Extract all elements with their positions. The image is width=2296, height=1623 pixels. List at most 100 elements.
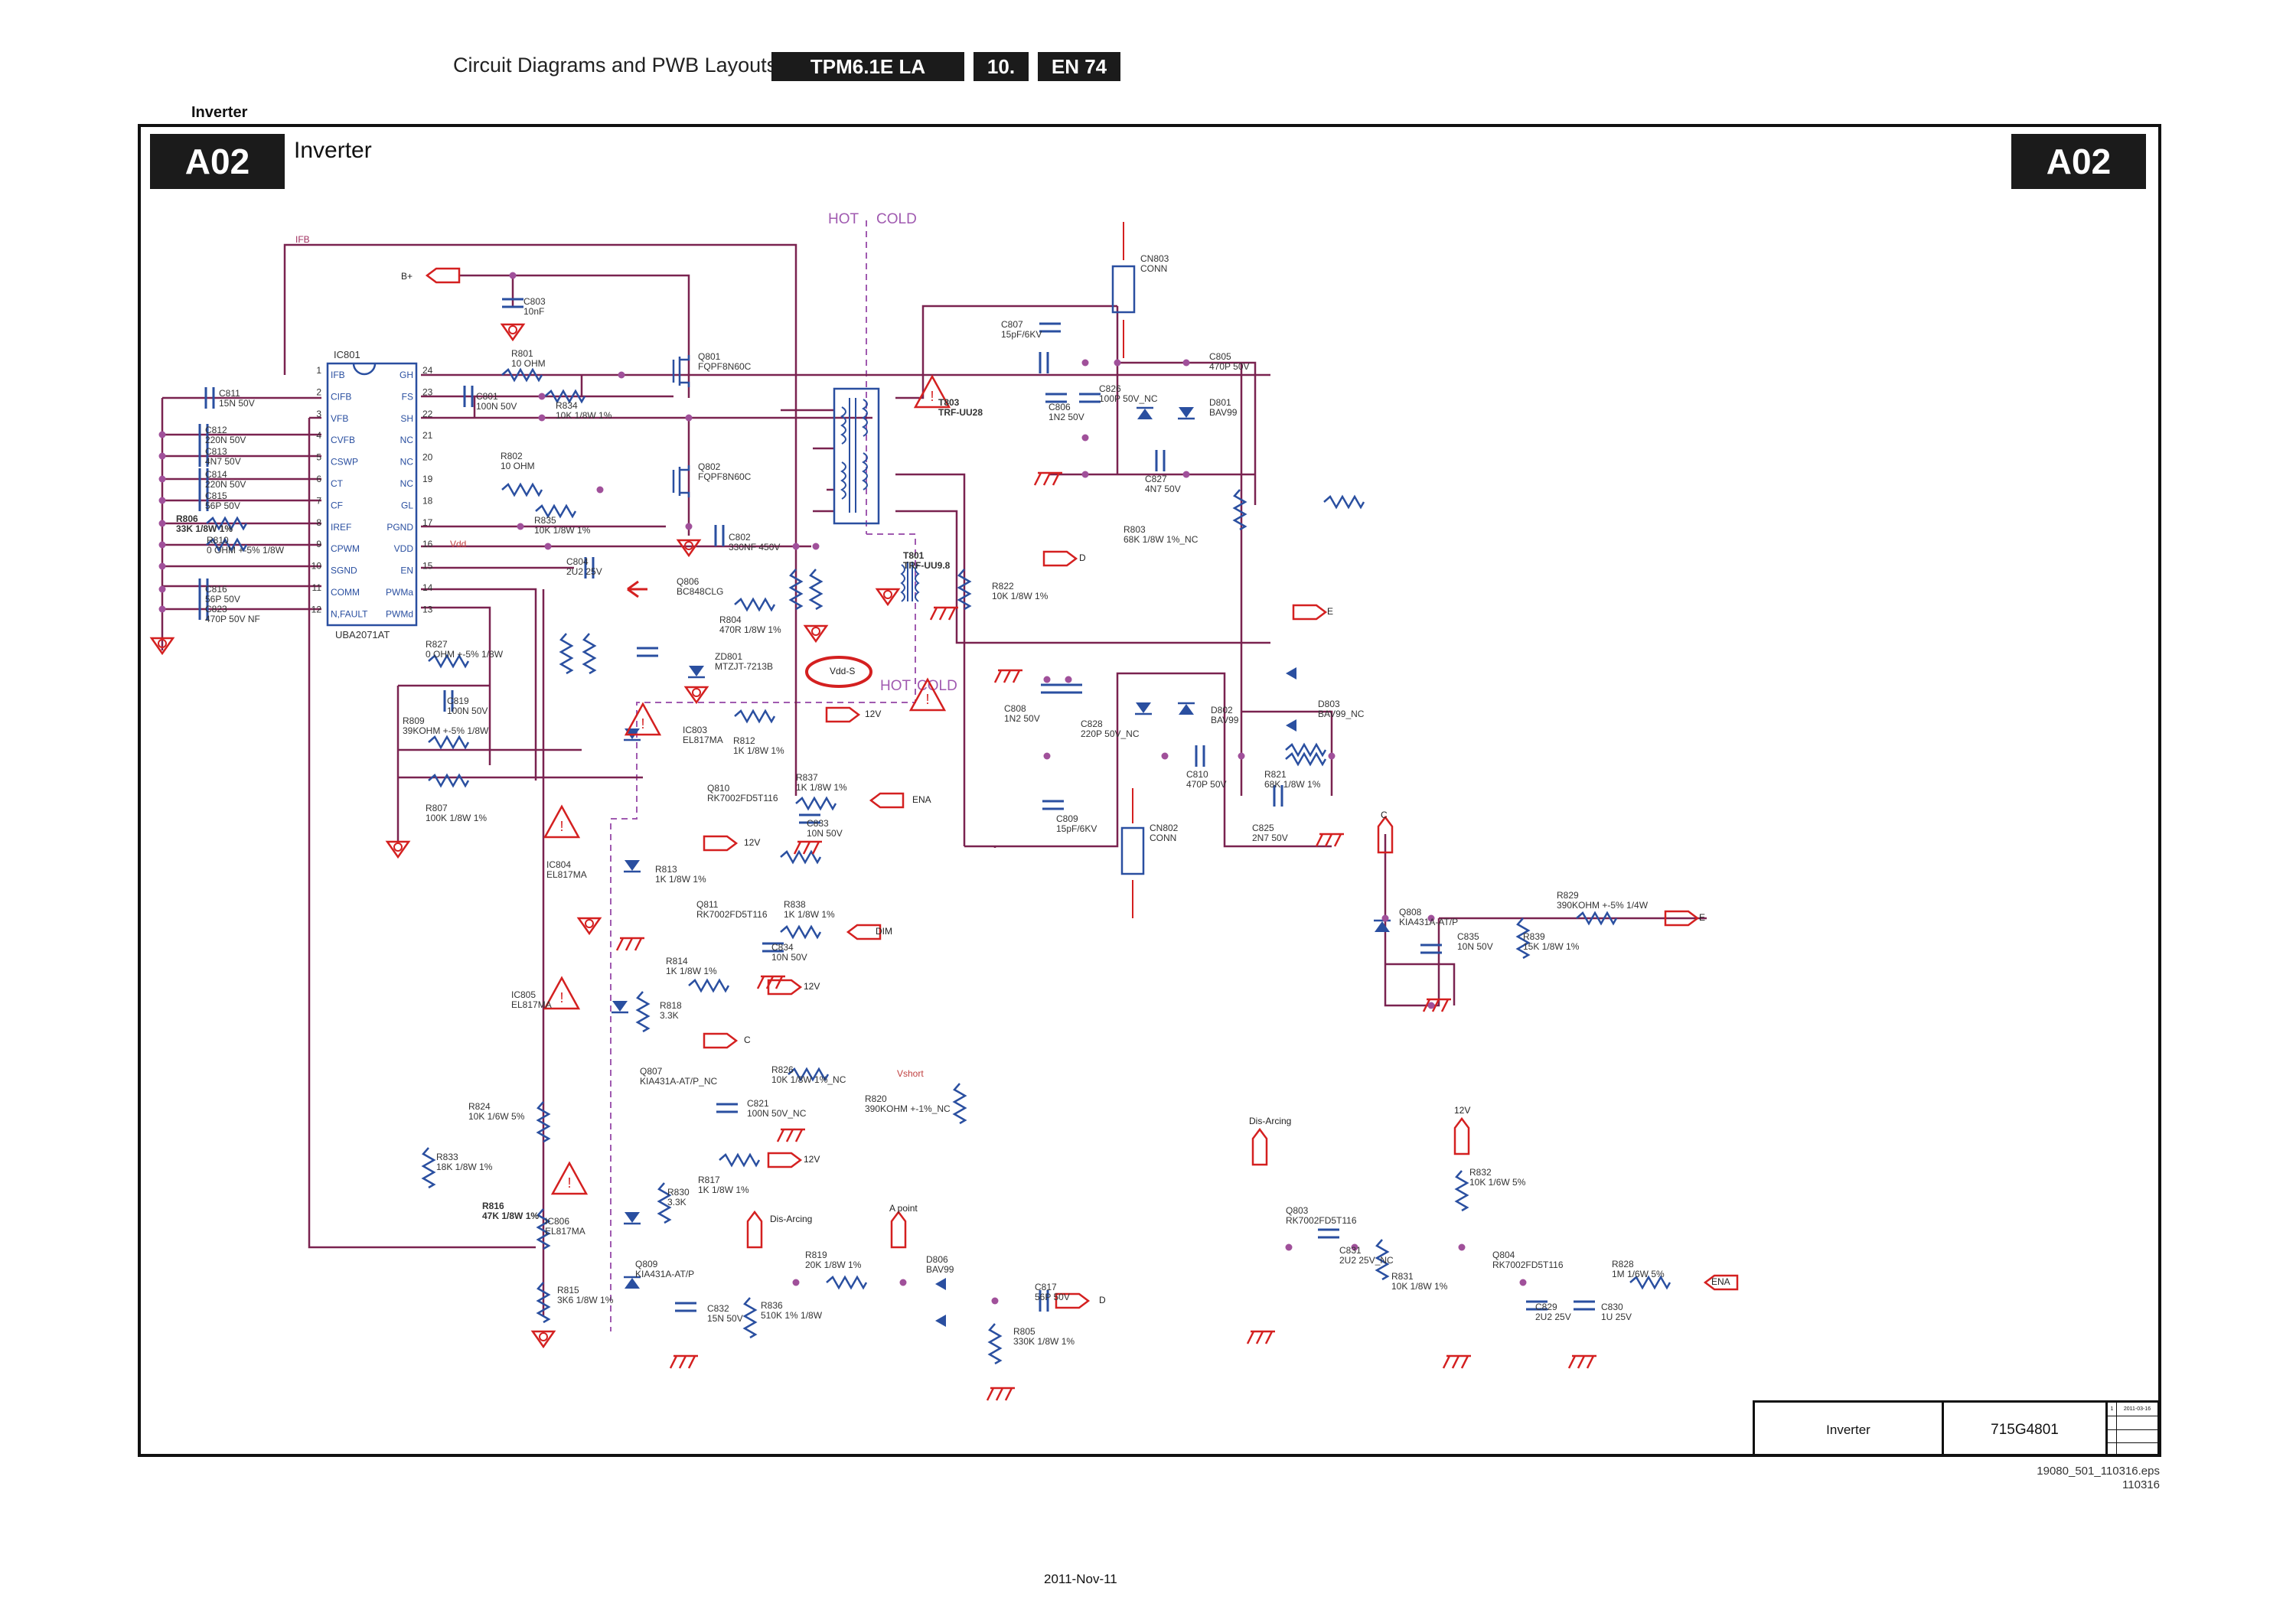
ic801-pin-number: 7 [316, 495, 321, 506]
hot-cold-boundary [610, 220, 916, 1331]
net-label-vdd-s: Vdd-S [830, 666, 856, 676]
component-ref: R814 [666, 956, 688, 966]
net-label-d: D [1099, 1295, 1106, 1305]
component-value: KIA431A-AT/P [635, 1269, 695, 1279]
component-ref: D806 [926, 1254, 948, 1265]
component-ref: C801 [476, 391, 498, 402]
component-value: 18K 1/8W 1% [436, 1162, 493, 1172]
component-ref: R830 [667, 1187, 690, 1198]
component-ref: C802 [729, 532, 751, 543]
title-block-code: 715G4801 [1944, 1403, 2108, 1457]
ic801-pin-name: PWMd [386, 608, 413, 619]
component-ref: R801 [511, 348, 533, 359]
component-ref: Q804 [1492, 1250, 1515, 1260]
component-value: 47K 1/8W 1% [482, 1211, 540, 1221]
component-ref: C813 [205, 446, 227, 457]
component-value: BAV99_NC [1318, 709, 1365, 719]
net-label-a-point: A point [889, 1203, 918, 1214]
cn802-symbol [1120, 788, 1145, 918]
component-value: BAV99 [1211, 715, 1239, 725]
ic801-pin-name: CSWP [331, 457, 358, 468]
component-ref: R828 [1612, 1259, 1634, 1269]
net-label-v12: 12V [1454, 1105, 1471, 1116]
footer-filename: 19080_501_110316.eps [2037, 1465, 2160, 1478]
component-value: 1K 1/8W 1% [796, 782, 847, 793]
component-ref: C814 [205, 469, 227, 480]
component-value: 220N 50V [205, 435, 246, 445]
component-value: 100N 50V_NC [747, 1108, 807, 1119]
ic801-pin-name: NC [400, 478, 414, 489]
component-ref: C828 [1081, 719, 1103, 729]
component-value: 56P 50V [205, 500, 240, 511]
component-ref: C826 [1099, 383, 1121, 394]
sheet-label: Inverter [191, 104, 248, 121]
component-value: 10nF [523, 306, 545, 317]
component-value: EL817MA [683, 735, 723, 745]
revision-date: 2011-03-16 [2117, 1403, 2158, 1416]
component-ref: R806 [176, 513, 198, 524]
net-label-c: C [744, 1035, 751, 1045]
component-ref: C819 [447, 696, 469, 706]
component-ref: CN803 [1140, 253, 1169, 264]
component-ref: R818 [660, 1000, 682, 1011]
component-value: 10K 1/8W 1% [534, 525, 591, 536]
component-ref: R816 [482, 1201, 504, 1211]
component-ref: C804 [566, 556, 589, 567]
component-ref: R813 [655, 864, 677, 875]
component-value: 3K6 1/8W 1% [557, 1295, 614, 1305]
component-value: 10N 50V [807, 828, 843, 839]
ic801-pin-name: IFB [331, 370, 345, 380]
component-value: 15N 50V [219, 398, 255, 409]
net-label-v12: 12V [744, 837, 761, 848]
ic801-pin-name: CF [331, 500, 343, 510]
component-ref: C810 [1186, 769, 1208, 780]
component-ref: CN802 [1150, 823, 1179, 833]
revision-table: 1 2011-03-16 [2108, 1403, 2158, 1457]
component-value: CONN [1150, 833, 1177, 843]
component-value: 390KOHM +-1%_NC [865, 1103, 951, 1114]
ic801-pin-number: 15 [422, 561, 433, 572]
component-value: KIA431A-AT/P_NC [640, 1076, 718, 1087]
component-value: 10 OHM [501, 461, 535, 471]
page-badge: EN 74 [1038, 52, 1120, 81]
ic801-pin-name: CIFB [331, 391, 351, 402]
ic801-pin-number: 8 [316, 517, 321, 528]
component-value: 1U 25V [1601, 1312, 1632, 1322]
component-ref: C816 [205, 584, 227, 595]
component-ref: C815 [205, 490, 227, 501]
ic801-pin-name: GH [400, 370, 413, 380]
ic801-pin-name: EN [400, 565, 413, 576]
component-value: 100P 50V_NC [1099, 393, 1158, 404]
zone-cold-label: COLD [876, 211, 917, 227]
ic801-pin-number: 9 [316, 539, 321, 549]
zone-hot-label-2: HOT [880, 678, 912, 694]
component-value: 470P 50V [1209, 361, 1250, 372]
component-value: BC848CLG [677, 586, 724, 597]
net-label-vshort: Vshort [897, 1068, 924, 1079]
net-label-dim: DIM [876, 926, 892, 937]
d806-symbol [935, 1278, 946, 1327]
component-value: 330NF 450V [729, 542, 781, 552]
ic801: IC801 UBA2071AT [326, 349, 418, 640]
component-value: EL817MA [545, 1226, 585, 1237]
ic801-pin-number: 10 [311, 561, 322, 572]
component-ref: R815 [557, 1285, 579, 1295]
